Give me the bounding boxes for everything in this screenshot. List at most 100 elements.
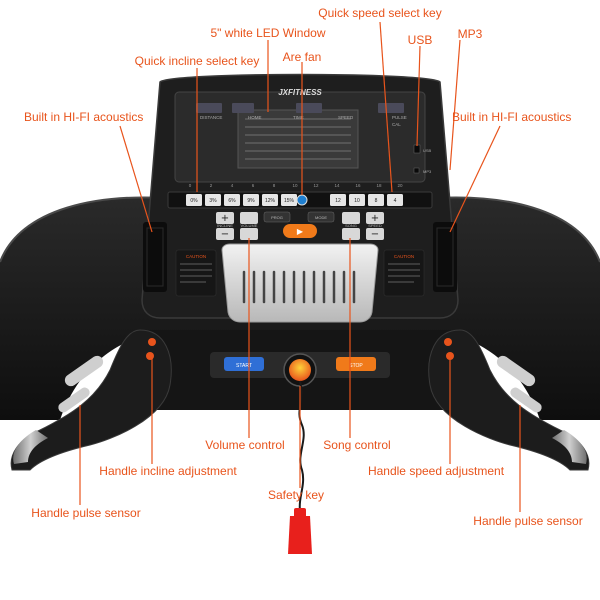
volume-label: VOLUME [241,223,258,228]
callout-hifi-left: Built in HI-FI acoustics [24,110,144,124]
prog-label: PROG [271,215,283,220]
speed-key-label: 4 [394,198,397,204]
handle-incline-up-button[interactable] [148,338,156,346]
display-label: DISTANCE [200,115,222,120]
callout-song: Song control [323,438,391,452]
callout-mp3: MP3 [457,27,483,41]
mp3-jack-label: MP3 [423,169,432,174]
caution-label: CAUTION [186,254,206,259]
incline-key[interactable] [224,194,240,206]
row-number: 2 [210,183,213,188]
speed-quick-keys: 12 10 8 4 [330,194,403,206]
incline-key-label: 0% [190,198,198,204]
handle-speed-up-button[interactable] [444,338,452,346]
row-number: 8 [273,183,276,188]
display-labels: DISTANCE HOME TIME SPEED PULSE CAL [200,115,407,127]
callout-quick-incline: Quick incline select key [134,54,260,68]
callout-quick-speed: Quick speed select key [318,6,442,20]
safety-key-clip[interactable] [288,516,312,554]
incline-key-label: 6% [228,198,236,204]
callout-usb: USB [407,33,433,47]
callout-safety-key: Safety key [267,488,325,502]
volume-up-button[interactable] [240,212,258,224]
keypad-labels: INCLINE VOLUME PROG MODE SONG SPEED [217,215,382,228]
right-handle-grip[interactable] [552,430,587,464]
callout-led-window: 5" white LED Window [210,26,326,40]
incline-up-button[interactable] [216,212,234,224]
caution-panel-left [175,249,217,297]
control-keypad: + − + − ▶ [216,211,384,240]
incline-key[interactable] [262,194,278,206]
display-label: SPEED [338,115,354,120]
callout-hifi-right: Built in HI-FI acoustics [452,110,572,124]
handle-speed-down-button[interactable] [446,352,454,360]
safety-key-magnet[interactable] [289,359,311,381]
stop-button[interactable] [336,357,376,371]
mode-button[interactable] [307,211,335,223]
left-pulse-sensor[interactable] [63,353,106,388]
plus-icon: + [371,213,379,224]
callout-handle-speed: Handle speed adjustment [367,464,505,478]
play-pause-button[interactable] [283,224,317,238]
fan-button[interactable] [296,194,308,206]
callout-fan: Are fan [282,50,322,64]
row-number: 18 [376,183,382,188]
song-label: SONG [345,223,357,228]
incline-key-label: 9% [247,198,255,204]
incline-quick-keys: 0% 3% 6% 9% 12% 15% [186,194,297,206]
incline-label: INCLINE [217,223,233,228]
speaker-grille-left [143,222,167,292]
row-number: 0 [189,183,192,188]
incline-key[interactable] [205,194,221,206]
speed-up-button[interactable] [366,212,384,224]
row-number: 6 [252,183,255,188]
caution-text-lines [180,263,420,283]
incline-key-label: 12% [265,198,276,204]
row-number: 4 [231,183,234,188]
row-number: 20 [397,183,403,188]
speed-key[interactable] [330,194,346,206]
fan-grille [221,243,379,323]
caution-label: CAUTION [394,254,414,259]
display-label: PULSE [392,115,407,120]
incline-key[interactable] [281,194,297,206]
stop-button-label: STOP [349,363,363,369]
song-prev-button[interactable] [342,228,360,240]
callout-pulse-right: Handle pulse sensor [473,514,583,528]
fan-slots [242,270,356,304]
led-window-dots [245,118,351,160]
play-icon: ▶ [297,227,304,236]
song-next-button[interactable] [342,212,360,224]
handle-incline-down-button[interactable] [146,352,154,360]
minus-icon: − [221,229,229,240]
row-number: 12 [313,183,319,188]
volume-down-button[interactable] [240,228,258,240]
brand-logo: JXFITNESS [278,88,322,97]
prog-button[interactable] [263,211,291,223]
speed-key-label: 8 [375,198,378,204]
speed-down-button[interactable] [366,228,384,240]
start-button[interactable] [224,357,264,371]
right-pulse-sensor-lower[interactable] [508,386,543,415]
usb-port-label: USB [423,148,432,153]
usb-port [413,144,421,154]
speed-key[interactable] [349,194,365,206]
incline-key[interactable] [186,194,202,206]
speed-label: SPEED [368,223,382,228]
speed-key[interactable] [387,194,403,206]
incline-key[interactable] [243,194,259,206]
mp3-jack [413,167,420,174]
display-label: CAL [392,122,401,127]
speed-key[interactable] [368,194,384,206]
left-handle-grip[interactable] [13,430,48,464]
speaker-dots [146,227,454,287]
left-handle [10,329,172,471]
left-pulse-sensor-lower[interactable] [56,386,91,415]
right-pulse-sensor[interactable] [495,353,538,388]
caution-panel-right [383,249,425,297]
plus-icon: + [221,213,229,224]
display-label: HOME [248,115,262,120]
row-number: 10 [292,183,298,188]
incline-down-button[interactable] [216,228,234,240]
